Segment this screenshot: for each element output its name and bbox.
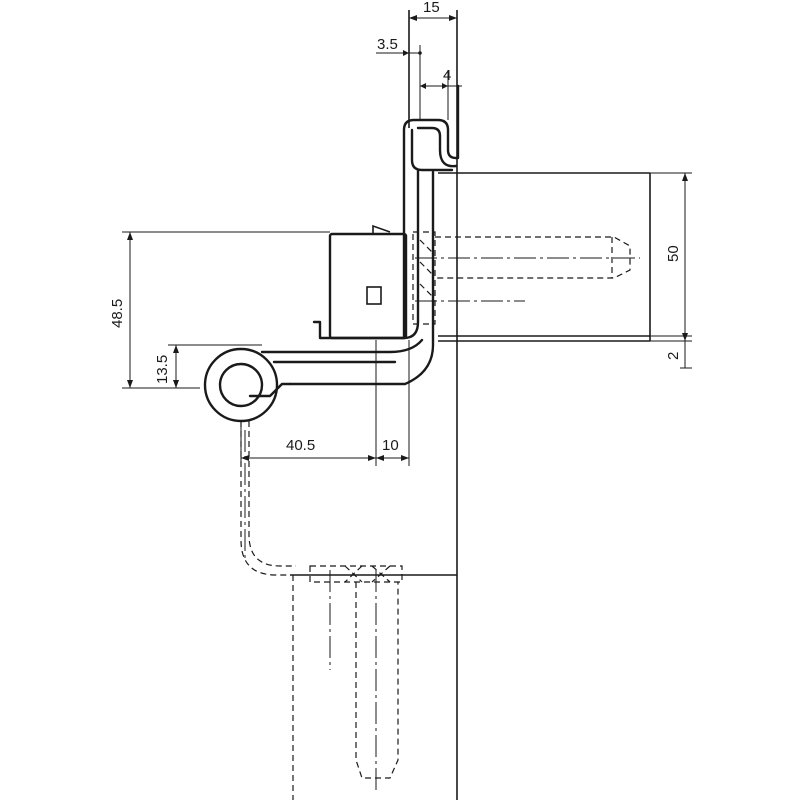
- screw-lower: [309, 565, 403, 790]
- dimension-lines: [122, 10, 692, 466]
- dimension-10: 10: [382, 437, 399, 454]
- dimension-40-5: 40.5: [286, 437, 315, 454]
- dimension-2: 2: [665, 352, 682, 360]
- dimension-4: 4: [443, 67, 451, 84]
- dimension-3-5: 3.5: [377, 36, 398, 53]
- dimension-15: 15: [423, 0, 440, 16]
- dimension-48-5: 48.5: [109, 299, 126, 328]
- hinge-leaf: [203, 84, 460, 423]
- door-outline: [438, 172, 651, 342]
- dimension-50: 50: [665, 245, 682, 262]
- dimension-13-5: 13.5: [154, 355, 171, 384]
- screw-upper: [415, 236, 640, 302]
- lower-arm: [240, 421, 296, 576]
